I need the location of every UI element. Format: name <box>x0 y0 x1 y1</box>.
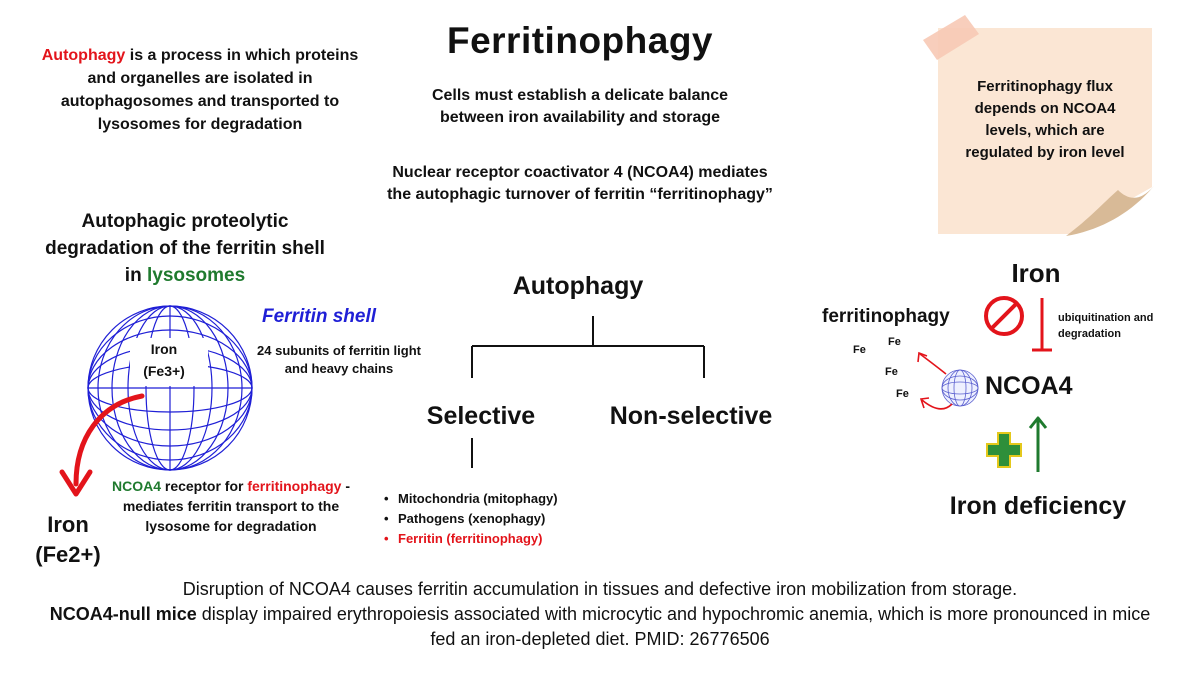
receptor-text-part2: - mediates ferritin transport to the lys… <box>122 478 351 534</box>
iron-fe3-charge: (Fe3+) <box>143 363 185 379</box>
fe-label: Fe <box>853 344 866 356</box>
degradation-title-text: Autophagic proteolytic degradation of th… <box>45 211 325 286</box>
iron-fe2-charge: (Fe2+) <box>35 542 101 567</box>
tree-connectors <box>471 316 705 468</box>
tree-non-selective: Non-selective <box>609 402 773 430</box>
tree-selective: Selective <box>426 402 536 430</box>
ncoa4-label: NCOA4 <box>985 372 1073 400</box>
autophagy-definition-text: is a process in which proteins and organ… <box>60 47 359 133</box>
ferritin-shell-subtitle: 24 subunits of ferritin light and heavy … <box>257 343 421 376</box>
ferritinophagy-highlight: ferritinophagy <box>247 478 342 494</box>
ubiquitination-label: ubiquitination and degradation <box>1058 312 1154 340</box>
lysosomes-highlight: lysosomes <box>146 265 246 286</box>
autophagy-highlight: Autophagy <box>41 47 126 64</box>
up-arrow-icon <box>1028 416 1048 472</box>
tape-icon <box>923 15 979 60</box>
list-item: •Ferritin (ferritinophagy) <box>384 529 624 549</box>
list-item: •Mitochondria (mitophagy) <box>384 489 624 509</box>
footer-bold: NCOA4-null mice <box>49 604 197 624</box>
ferritin-mini-icon <box>917 351 979 410</box>
degradation-title: Autophagic proteolytic degradation of th… <box>40 208 330 289</box>
list-item-text: Mitochondria (mitophagy) <box>398 491 558 506</box>
iron-fe2-word: Iron <box>47 512 89 537</box>
note-text: Ferritinophagy flux depends on NCOA4 lev… <box>965 78 1125 161</box>
iron-deficiency-label: Iron deficiency <box>949 492 1127 520</box>
fe-label: Fe <box>896 388 909 400</box>
iron-fe3-label: Iron (Fe3+) <box>130 338 198 382</box>
ncoa4-definition: Nuclear receptor coactivator 4 (NCOA4) m… <box>387 164 773 203</box>
tree-root-autophagy: Autophagy <box>512 272 644 300</box>
list-item-text: Pathogens (xenophagy) <box>398 511 546 526</box>
page-title: Ferritinophagy <box>446 20 714 61</box>
iron-label: Iron <box>1011 258 1061 288</box>
ferritin-sphere-icon <box>87 305 253 471</box>
autophagy-definition: Autophagy is a process in which proteins… <box>40 44 360 136</box>
receptor-text-part1: receptor for <box>160 478 248 494</box>
plus-icon <box>986 432 1022 468</box>
footer-text: Disruption of NCOA4 causes ferritin accu… <box>40 577 1160 652</box>
ferritinophagy-label: ferritinophagy <box>822 306 950 327</box>
ncoa4-receptor-text: NCOA4 receptor for ferritinophagy - medi… <box>110 476 352 536</box>
note-curl-icon <box>1066 186 1154 236</box>
footer-line1: Disruption of NCOA4 causes ferritin accu… <box>182 579 1018 599</box>
prohibition-icon <box>984 296 1024 336</box>
iron-fe2-label: Iron (Fe2+) <box>20 510 116 570</box>
ferritin-shell-title: Ferritin shell <box>262 306 377 327</box>
footer-rest: display impaired erythropoiesis associat… <box>196 604 1151 649</box>
balance-text: Cells must establish a delicate balance … <box>431 87 729 126</box>
release-arrow-icon <box>59 393 145 497</box>
ncoa4-highlight: NCOA4 <box>111 478 161 494</box>
fe-label: Fe <box>888 336 901 348</box>
iron-fe3-word: Iron <box>150 341 178 357</box>
footer-line2: NCOA4-null mice display impaired erythro… <box>40 602 1160 652</box>
list-item-text: Ferritin (ferritinophagy) <box>398 531 543 546</box>
fe-label: Fe <box>885 366 898 378</box>
list-item: •Pathogens (xenophagy) <box>384 509 624 529</box>
inhibition-icon <box>1032 298 1052 352</box>
selective-list: •Mitochondria (mitophagy) •Pathogens (xe… <box>384 489 624 549</box>
